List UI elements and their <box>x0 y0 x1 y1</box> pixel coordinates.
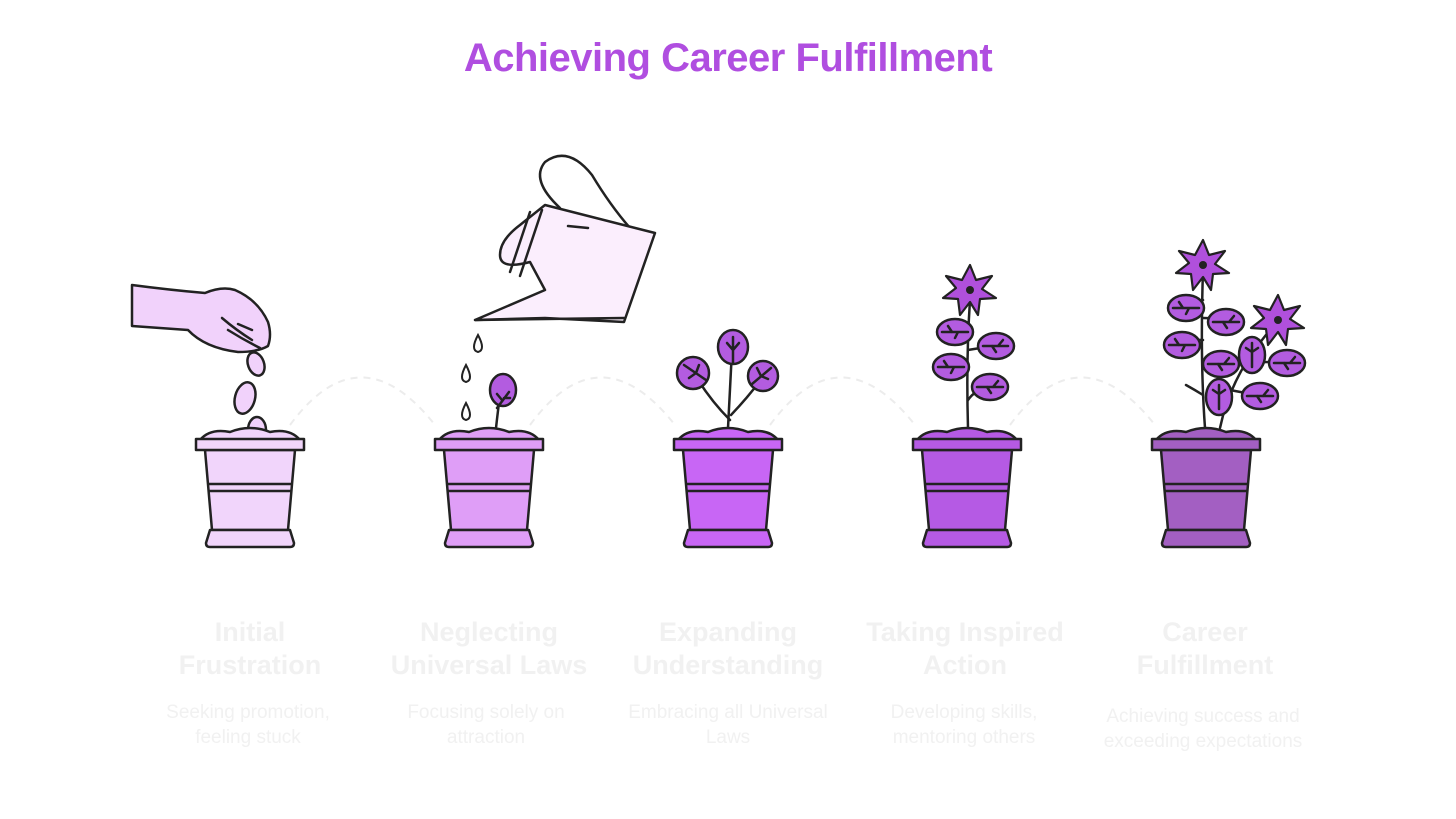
stage-label-neglecting-universal-laws: Neglecting Universal Laws <box>390 617 588 680</box>
stage-description-initial-frustration: Seeking promotion, feeling stuck <box>166 702 330 748</box>
pot-3 <box>672 426 784 549</box>
stage-label-taking-inspired-action: Taking Inspired Action <box>866 617 1064 680</box>
connector-arcs <box>289 376 1156 426</box>
connector-arc-1 <box>289 376 436 426</box>
watering-can-icon <box>473 154 657 324</box>
water-drops-icon <box>461 332 483 422</box>
pot-4 <box>911 426 1023 549</box>
pot-2 <box>433 426 545 549</box>
flowering-plant-1-icon <box>931 263 1016 430</box>
hand-icon <box>130 283 272 377</box>
plant-3-icon <box>675 328 780 430</box>
stage-label-expanding-understanding: Expanding Understanding <box>632 617 824 680</box>
stage-description-career-fulfillment: Achieving success and exceeding expectat… <box>1103 706 1303 752</box>
connector-arc-3 <box>769 376 916 426</box>
stage-label-career-fulfillment: Career Fulfillment <box>1136 617 1274 680</box>
flower-icon <box>1174 238 1231 292</box>
connector-arc-2 <box>529 376 676 426</box>
stage-description-taking-inspired-action: Developing skills, mentoring others <box>890 702 1038 748</box>
stage-label-initial-frustration: Initial Frustration <box>178 617 322 680</box>
flower-icon <box>1249 293 1306 347</box>
flower-icon <box>941 263 998 317</box>
flowering-plant-2-icon <box>1162 238 1307 430</box>
pots <box>194 426 1262 549</box>
connector-arc-4 <box>1009 376 1156 426</box>
stage-description-expanding-understanding: Embracing all Universal Laws <box>628 702 828 748</box>
diagram-title: Achieving Career Fulfillment <box>463 36 993 80</box>
sprout-icon <box>488 372 518 430</box>
pot-5 <box>1150 426 1262 549</box>
pot-1 <box>194 426 306 549</box>
stage-description-neglecting-universal-laws: Focusing solely on attraction <box>407 702 565 748</box>
